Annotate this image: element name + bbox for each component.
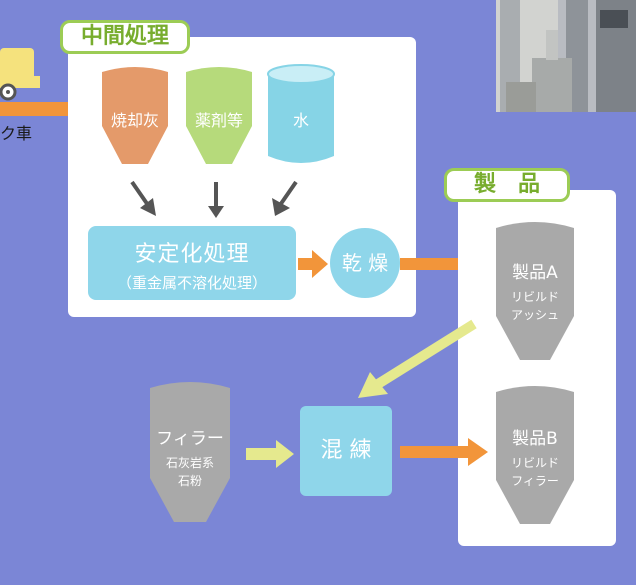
ash-label: 焼却灰 (110, 111, 159, 130)
product-a-to-kneading-arrow (358, 319, 477, 398)
stabilization-title: 安定化処理 (134, 242, 250, 267)
kneading-to-product-b-arrow (400, 438, 488, 466)
stabilize-to-dry-arrow (298, 250, 328, 278)
products-title: 製 品 (444, 168, 570, 202)
plant-photo (496, 0, 636, 112)
water-drum (267, 64, 335, 163)
input-arrows (130, 180, 298, 218)
truck-label: ク車 (0, 124, 33, 143)
product-a-hopper (496, 222, 574, 360)
filler-sub2: 石粉 (177, 474, 202, 488)
intermediate-title: 中間処理 (60, 20, 190, 54)
product-a-label: 製品A (512, 263, 558, 283)
product-b-sub2: フィラー (511, 474, 559, 488)
chemicals-hopper (186, 67, 252, 164)
filler-to-kneading-arrow (246, 440, 294, 468)
product-a-sub2: アッシュ (510, 308, 559, 322)
stabilization-subtitle: （重金属不溶化処理） (116, 274, 267, 292)
stabilization-box: 安定化処理 （重金属不溶化処理） (88, 226, 296, 300)
product-a-sub1: リビルド (510, 290, 559, 304)
filler-hopper (150, 382, 230, 522)
chemicals-label: 薬剤等 (194, 111, 243, 130)
product-b-label: 製品B (512, 429, 558, 449)
filler-sub1: 石灰岩系 (165, 456, 214, 470)
product-b-sub1: リビルド (510, 456, 559, 470)
truck-icon (0, 48, 40, 102)
ash-hopper (102, 67, 168, 164)
kneading-box: 混 練 (300, 406, 392, 496)
product-b-hopper (496, 386, 574, 524)
drying-node: 乾 燥 (330, 228, 400, 298)
filler-label: フィラー (156, 429, 224, 449)
water-label: 水 (292, 111, 309, 130)
